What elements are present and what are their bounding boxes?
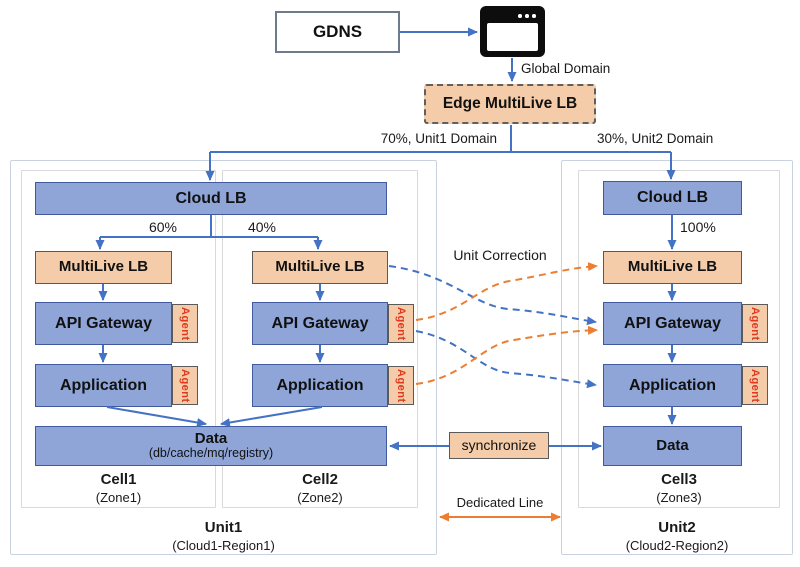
agent-label: Agent bbox=[179, 368, 191, 403]
cell3-api-gateway-agent-tab: Agent bbox=[742, 304, 768, 343]
gdns-box: GDNS bbox=[275, 11, 400, 53]
unit2-caption: Unit2 (Cloud2-Region2) bbox=[561, 519, 793, 554]
cell1-multilive-lb-box: MultiLive LB bbox=[35, 251, 172, 284]
agent-label: Agent bbox=[179, 306, 191, 341]
agent-label: Agent bbox=[395, 306, 407, 341]
browser-window-icon bbox=[480, 6, 545, 57]
cell2-application-agent-tab: Agent bbox=[388, 366, 414, 405]
api-gateway-label: API Gateway bbox=[624, 314, 721, 332]
cell3-application-box: Application bbox=[603, 364, 742, 407]
cell1-application-box: Application bbox=[35, 364, 172, 407]
cell1-api-gateway-agent-tab: Agent bbox=[172, 304, 198, 343]
synchronize-badge: synchronize bbox=[449, 432, 549, 459]
cell3-multilive-lb-box: MultiLive LB bbox=[603, 251, 742, 284]
unit2-data-box: Data bbox=[603, 426, 742, 466]
split-60-label: 60% bbox=[148, 219, 178, 235]
cell2-name: Cell2 bbox=[302, 471, 338, 488]
unit1-data-box: Data (db/cache/mq/registry) bbox=[35, 426, 387, 466]
unit1-name: Unit1 bbox=[204, 519, 243, 536]
unit2-name: Unit2 bbox=[658, 519, 696, 536]
global-domain-label: Global Domain bbox=[521, 61, 611, 76]
unit2-cloud-lb-box: Cloud LB bbox=[603, 181, 742, 215]
cell2-application-box: Application bbox=[252, 364, 388, 407]
multilive-lb-label: MultiLive LB bbox=[627, 258, 718, 276]
split-100-label: 100% bbox=[680, 219, 716, 235]
agent-label: Agent bbox=[395, 368, 407, 403]
cell1-caption: Cell1 (Zone1) bbox=[21, 471, 216, 506]
cell1-application-agent-tab: Agent bbox=[172, 366, 198, 405]
cell3-name: Cell3 bbox=[661, 471, 697, 488]
cell2-multilive-lb-box: MultiLive LB bbox=[252, 251, 388, 284]
cell1-api-gateway-box: API Gateway bbox=[35, 302, 172, 345]
browser-dot-icon bbox=[525, 14, 529, 18]
cell3-caption: Cell3 (Zone3) bbox=[578, 471, 780, 506]
gdns-label: GDNS bbox=[312, 21, 363, 41]
cell2-api-gateway-box: API Gateway bbox=[252, 302, 388, 345]
cell2-zone: (Zone2) bbox=[297, 489, 343, 505]
api-gateway-label: API Gateway bbox=[271, 314, 369, 332]
cloud-lb-label: Cloud LB bbox=[636, 189, 709, 207]
unit1-cloud-lb-box: Cloud LB bbox=[35, 182, 387, 215]
cell1-name: Cell1 bbox=[100, 471, 137, 488]
multilive-lb-label: MultiLive LB bbox=[275, 258, 365, 276]
browser-dot-icon bbox=[532, 14, 536, 18]
data-label: Data bbox=[656, 436, 689, 454]
cell2-api-gateway-agent-tab: Agent bbox=[388, 304, 414, 343]
branch-left-label: 70%, Unit1 Domain bbox=[380, 131, 497, 146]
cell3-zone: (Zone3) bbox=[656, 489, 702, 505]
data-sublabel: (db/cache/mq/registry) bbox=[148, 446, 274, 461]
cell2-caption: Cell2 (Zone2) bbox=[222, 471, 418, 506]
application-label: Application bbox=[276, 376, 364, 394]
cell3-api-gateway-box: API Gateway bbox=[603, 302, 742, 345]
multilive-lb-label: MultiLive LB bbox=[58, 258, 149, 276]
edge-multilive-lb-label: Edge MultiLive LB bbox=[442, 95, 578, 113]
split-40-label: 40% bbox=[247, 219, 277, 235]
unit-correction-label: Unit Correction bbox=[453, 247, 547, 263]
browser-viewport bbox=[487, 23, 538, 51]
dedicated-line-label: Dedicated Line bbox=[456, 495, 544, 510]
unit1-caption: Unit1 (Cloud1-Region1) bbox=[10, 519, 437, 554]
agent-label: Agent bbox=[749, 306, 761, 341]
branch-right-label: 30%, Unit2 Domain bbox=[597, 131, 714, 146]
synchronize-label: synchronize bbox=[461, 436, 537, 453]
cell1-zone: (Zone1) bbox=[95, 489, 142, 505]
browser-dot-icon bbox=[518, 14, 522, 18]
data-label: Data bbox=[194, 429, 228, 447]
cell3-application-agent-tab: Agent bbox=[742, 366, 768, 405]
application-label: Application bbox=[59, 376, 148, 394]
agent-label: Agent bbox=[749, 368, 761, 403]
api-gateway-label: API Gateway bbox=[55, 314, 152, 332]
application-label: Application bbox=[628, 376, 717, 394]
unit2-region: (Cloud2-Region2) bbox=[625, 537, 729, 553]
cloud-lb-label: Cloud LB bbox=[175, 189, 247, 207]
unit1-region: (Cloud1-Region1) bbox=[172, 537, 275, 553]
edge-multilive-lb-box: Edge MultiLive LB bbox=[424, 84, 596, 124]
